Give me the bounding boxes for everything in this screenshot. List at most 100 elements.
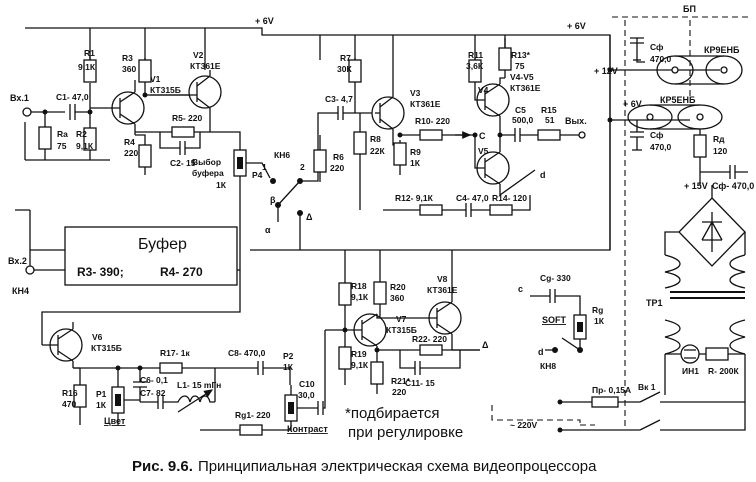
r6-value: 220 <box>330 163 344 173</box>
figure-number: Рис. 9.6. <box>132 458 193 475</box>
d-point-label: d <box>540 170 546 180</box>
resistor-r21 <box>370 361 384 394</box>
r9-value: 1К <box>410 158 421 168</box>
r3-value: 360 <box>122 64 136 74</box>
rg-value: 1К <box>594 316 605 326</box>
r20-label: R20 <box>390 282 406 292</box>
resistor-r2 <box>83 112 97 160</box>
resistor-r7 <box>348 58 362 113</box>
r12-label: R12- 9,1К <box>395 193 434 203</box>
r21-value: 220 <box>392 387 406 397</box>
v45-type: КТ361Е <box>510 83 541 93</box>
transistor-v3 <box>371 35 405 146</box>
p12-label: + 12V <box>594 66 618 76</box>
transistor-v4 <box>474 77 510 135</box>
v1-label: V1 <box>150 74 161 84</box>
v8-type: КТ361Е <box>427 285 458 295</box>
kr5enb-label: КР5ЕНБ <box>660 95 696 105</box>
v2-type: КТ361Е <box>190 61 221 71</box>
p2-value: 1К <box>283 362 294 372</box>
v7-type: КТ315Б <box>386 325 417 335</box>
input-1-label: Вх.1 <box>10 93 29 103</box>
resistor-r17 <box>73 362 250 374</box>
p4-line-2: буфера <box>192 168 224 178</box>
buffer-r4: R4- 270 <box>160 265 203 279</box>
buffer-block <box>15 209 238 286</box>
r7-value: 30К <box>337 64 352 74</box>
note-line-1: *подбирается <box>345 405 440 422</box>
v1-type: КТ315Б <box>150 85 181 95</box>
r1-value: 9,1К <box>78 62 96 72</box>
r14-label: R14- 120 <box>492 193 527 203</box>
c-point-label: C <box>479 131 486 141</box>
resistor-r20 <box>373 250 387 318</box>
c7-label: C7- 82 <box>140 388 166 398</box>
ac-label: ~ 220V <box>510 420 538 430</box>
rg1-label: Rg1- 220 <box>235 410 271 420</box>
r8-label: R8 <box>370 134 381 144</box>
rd-value: 120 <box>713 146 727 156</box>
kn6-label: КН6 <box>274 150 290 160</box>
resistor-r22-c11 <box>377 344 480 375</box>
capacitor-c8 <box>250 361 291 385</box>
kn8-label: КН8 <box>540 361 556 371</box>
c-point-2: c <box>518 284 523 294</box>
capacitor-c5-r15 <box>500 128 586 142</box>
potentiometer-p1 <box>111 368 140 425</box>
supply-rails <box>25 27 720 251</box>
soft-circuit <box>530 289 587 353</box>
v2-label: V2 <box>193 50 204 60</box>
rail-label-left: + 6V <box>255 16 274 26</box>
resistor-r4 <box>135 134 152 175</box>
input-1-connector <box>22 104 110 161</box>
p4-line-1: Выбор <box>192 157 221 167</box>
in1-label: ИН1 <box>682 366 699 376</box>
regulator-kr5enb <box>627 104 723 130</box>
r1-label: R1 <box>84 48 95 58</box>
v8-label: V8 <box>437 274 448 284</box>
r19-value: 9,1К <box>351 360 369 370</box>
output-label: Вых. <box>565 116 587 126</box>
r16-label: R16 <box>62 388 78 398</box>
transistor-v2 <box>150 70 222 132</box>
v3-type: КТ361Е <box>410 99 441 109</box>
soft-label: SOFT <box>542 315 567 325</box>
resistor-r5-c2 <box>135 126 241 155</box>
c1-label: C1- 47,0 <box>56 92 89 102</box>
resistor-r1 <box>83 55 97 112</box>
ra-label: Ra <box>57 129 68 139</box>
resistor-rg1 <box>200 424 263 436</box>
r18-value: 9,1К <box>351 292 369 302</box>
c11-label: C11- 15 <box>405 378 435 388</box>
rg-label: Rg <box>592 305 603 315</box>
c5-label: C5 <box>515 105 526 115</box>
r2-value: 9,1К <box>76 141 94 151</box>
p1-label: P1 <box>96 389 107 399</box>
cg-label: Cg- 330 <box>540 273 571 283</box>
r15-value: 51 <box>545 115 555 125</box>
resistor-r19 <box>338 330 352 385</box>
c10-label: C10 <box>299 379 315 389</box>
kr9enb-label: КР9ЕНБ <box>704 45 740 55</box>
v3-label: V3 <box>410 88 421 98</box>
figure-caption: Рис. 9.6.Принципиальная электрическая сх… <box>132 458 597 475</box>
transformer-tp1 <box>664 231 746 420</box>
rail-label-right: + 6V <box>567 21 586 31</box>
c3-label: C3- 4,7 <box>325 94 353 104</box>
r6-label: R6 <box>333 152 344 162</box>
feedback-r12-c4-r14 <box>383 195 531 217</box>
c8-label: C8- 470,0 <box>228 348 266 358</box>
r15-label: R15 <box>541 105 557 115</box>
r9-label: R9 <box>410 147 421 157</box>
r8-value: 22К <box>370 146 385 156</box>
resistor-r13 <box>498 38 512 78</box>
rd-label: Rд <box>713 134 725 144</box>
r5-label: R5- 220 <box>172 113 203 123</box>
input-2-label: Вх.2 <box>8 256 27 266</box>
r4-value: 220 <box>124 148 138 158</box>
note-line-2: при регулировке <box>348 424 463 441</box>
fuse-and-switch <box>557 391 746 433</box>
r19-label: R19 <box>351 349 367 359</box>
p6-label: + 6V <box>623 99 642 109</box>
